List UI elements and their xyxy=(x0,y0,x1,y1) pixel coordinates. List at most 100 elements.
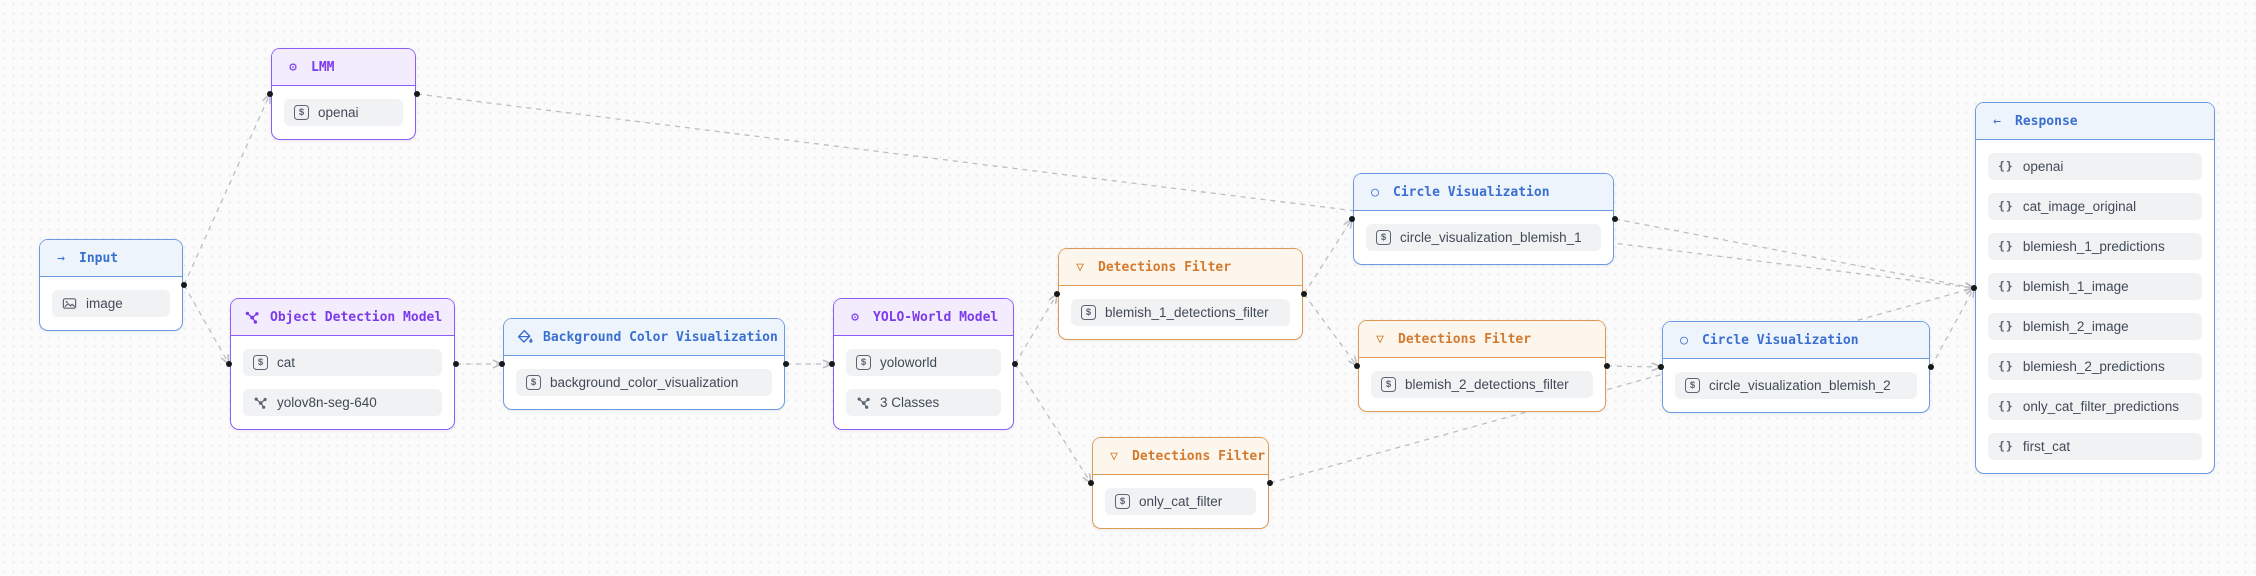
node-body: $ yoloworld 3 Classes xyxy=(834,336,1013,429)
node-header: ▽ Detections Filter xyxy=(1059,249,1302,286)
node-item[interactable]: $ background_color_visualization xyxy=(516,369,772,396)
port-dot[interactable] xyxy=(1012,361,1018,367)
braces-icon: {} xyxy=(1998,438,2014,453)
node-item[interactable]: 3 Classes xyxy=(846,389,1001,416)
node-item[interactable]: {}blemiesh_1_predictions xyxy=(1988,233,2202,260)
port-dot[interactable] xyxy=(829,361,835,367)
node-detections_filter_1[interactable]: ▽ Detections Filter $blemish_1_detections_… xyxy=(1058,248,1303,340)
port-dot[interactable] xyxy=(181,282,187,288)
port-dot[interactable] xyxy=(414,91,420,97)
braces-icon: {} xyxy=(1998,318,2014,333)
node-item[interactable]: $circle_visualization_blemish_2 xyxy=(1675,372,1917,399)
string-icon: $ xyxy=(294,105,309,120)
string-icon: $ xyxy=(526,375,541,390)
node-lmm[interactable]: ⚙LMM$openai xyxy=(271,48,416,140)
braces-icon: {} xyxy=(1998,438,2014,453)
node-title: Detections Filter xyxy=(1132,448,1266,464)
paint-bucket-icon xyxy=(517,329,533,343)
node-circle_visualization_2[interactable]: ○Circle Visualization $circle_visualizati… xyxy=(1662,321,1930,413)
node-object_detection_model[interactable]: Object Detection Model $ cat yolov8n-seg-64… xyxy=(230,298,455,430)
port-dot[interactable] xyxy=(1267,480,1273,486)
port-dot[interactable] xyxy=(1658,364,1664,370)
node-item[interactable]: {} only_cat_filter_predictions xyxy=(1988,393,2202,420)
node-background_color_visualization[interactable]: Background Color Visualization $ backgroun… xyxy=(503,318,785,410)
edge-detections_filter_2-to-circle_visualization_2 xyxy=(1606,366,1661,367)
port-dot[interactable] xyxy=(1354,363,1360,369)
port-dot[interactable] xyxy=(1971,285,1977,291)
node-item[interactable]: $openai xyxy=(284,99,403,126)
string-icon: $ xyxy=(1381,377,1396,392)
braces-icon: {} xyxy=(1998,360,2014,373)
node-item-label: only_cat_filter_predictions xyxy=(2022,399,2179,414)
braces-icon: {} xyxy=(1998,398,2014,413)
port-dot[interactable] xyxy=(1604,363,1610,369)
node-item[interactable]: $ yoloworld xyxy=(846,349,1001,376)
node-item[interactable]: $blemish_2_detections_filter xyxy=(1371,371,1593,398)
node-title: Object Detection Model xyxy=(270,309,443,325)
molecule-icon xyxy=(244,309,260,325)
node-title: Circle Visualization xyxy=(1393,184,1550,200)
braces-icon: {} xyxy=(1998,160,2014,173)
node-detections_filter_3[interactable]: ▽Detections Filter $only_cat_filter xyxy=(1092,437,1269,529)
braces-icon: {} xyxy=(1998,198,2014,213)
node-item[interactable]: $ cat xyxy=(243,349,442,376)
string-icon: $ xyxy=(856,355,871,370)
node-header: ▽Detections Filter xyxy=(1093,438,1268,475)
node-item[interactable]: {}blemish_1_image xyxy=(1988,273,2202,300)
node-item[interactable]: {}first_cat xyxy=(1988,433,2202,460)
node-item[interactable]: yolov8n-seg-640 xyxy=(243,389,442,416)
node-header: Background Color Visualization xyxy=(504,319,784,356)
port-dot[interactable] xyxy=(1054,291,1060,297)
node-item-label: image xyxy=(86,296,123,311)
node-circle_visualization_1[interactable]: ○Circle Visualization$circle_visualizati… xyxy=(1353,173,1614,265)
node-item-label: blemiesh_2_predictions xyxy=(2022,359,2165,374)
node-item-label: cat xyxy=(277,355,296,370)
braces-icon: {} xyxy=(1998,278,2014,293)
arrow-left-icon: ← xyxy=(1993,113,2001,129)
node-item-label: yoloworld xyxy=(880,355,938,370)
node-header: ○Circle Visualization xyxy=(1663,322,1929,359)
node-item[interactable]: $circle_visualization_blemish_1 xyxy=(1366,224,1601,251)
braces-icon: {} xyxy=(1998,398,2014,413)
port-dot[interactable] xyxy=(1301,291,1307,297)
port-dot[interactable] xyxy=(499,361,505,367)
funnel-icon: ▽ xyxy=(1072,259,1088,275)
node-body: $circle_visualization_blemish_2 xyxy=(1663,359,1929,412)
string-icon: $ xyxy=(1685,378,1700,393)
port-dot[interactable] xyxy=(783,361,789,367)
string-icon: $ xyxy=(1376,230,1391,245)
molecule-icon xyxy=(253,395,268,410)
port-dot[interactable] xyxy=(453,361,459,367)
braces-icon: {} xyxy=(1998,278,2014,293)
node-item-label: only_cat_filter xyxy=(1139,494,1223,509)
edge-circle_visualization_2-to-response xyxy=(1930,288,1974,368)
node-detections_filter_2[interactable]: ▽Detections Filter$blemish_2_detections_… xyxy=(1358,320,1606,412)
node-item[interactable]: $blemish_1_detections_filter xyxy=(1071,299,1290,326)
edge-input-to-lmm xyxy=(183,94,270,286)
port-dot[interactable] xyxy=(267,91,273,97)
node-title: Detections Filter xyxy=(1098,259,1232,275)
port-dot[interactable] xyxy=(1349,216,1355,222)
port-dot[interactable] xyxy=(226,361,232,367)
node-item[interactable]: {}cat_image_original xyxy=(1988,193,2202,220)
port-dot[interactable] xyxy=(1088,480,1094,486)
gear-icon: ⚙ xyxy=(289,59,297,75)
node-item[interactable]: {}blemish_2_image xyxy=(1988,313,2202,340)
node-item[interactable]: image xyxy=(52,290,170,317)
port-dot[interactable] xyxy=(1928,364,1934,370)
node-item[interactable]: $only_cat_filter xyxy=(1105,488,1256,515)
edge-yolo_world_model-to-detections_filter_3 xyxy=(1014,363,1091,483)
braces-icon: {} xyxy=(1998,198,2014,213)
string-icon: $ xyxy=(253,355,268,370)
node-response[interactable]: ←Response{}openai{}cat_image_original{}b… xyxy=(1975,102,2215,474)
node-item-label: blemish_1_detections_filter xyxy=(1105,305,1269,320)
port-dot[interactable] xyxy=(1612,216,1618,222)
edge-detections_filter_1-to-detections_filter_2 xyxy=(1303,293,1357,366)
node-item[interactable]: {}openai xyxy=(1988,153,2202,180)
node-item-label: background_color_visualization xyxy=(550,375,739,390)
string-icon: $ xyxy=(1685,378,1700,393)
node-item[interactable]: {} blemiesh_2_predictions xyxy=(1988,353,2202,380)
